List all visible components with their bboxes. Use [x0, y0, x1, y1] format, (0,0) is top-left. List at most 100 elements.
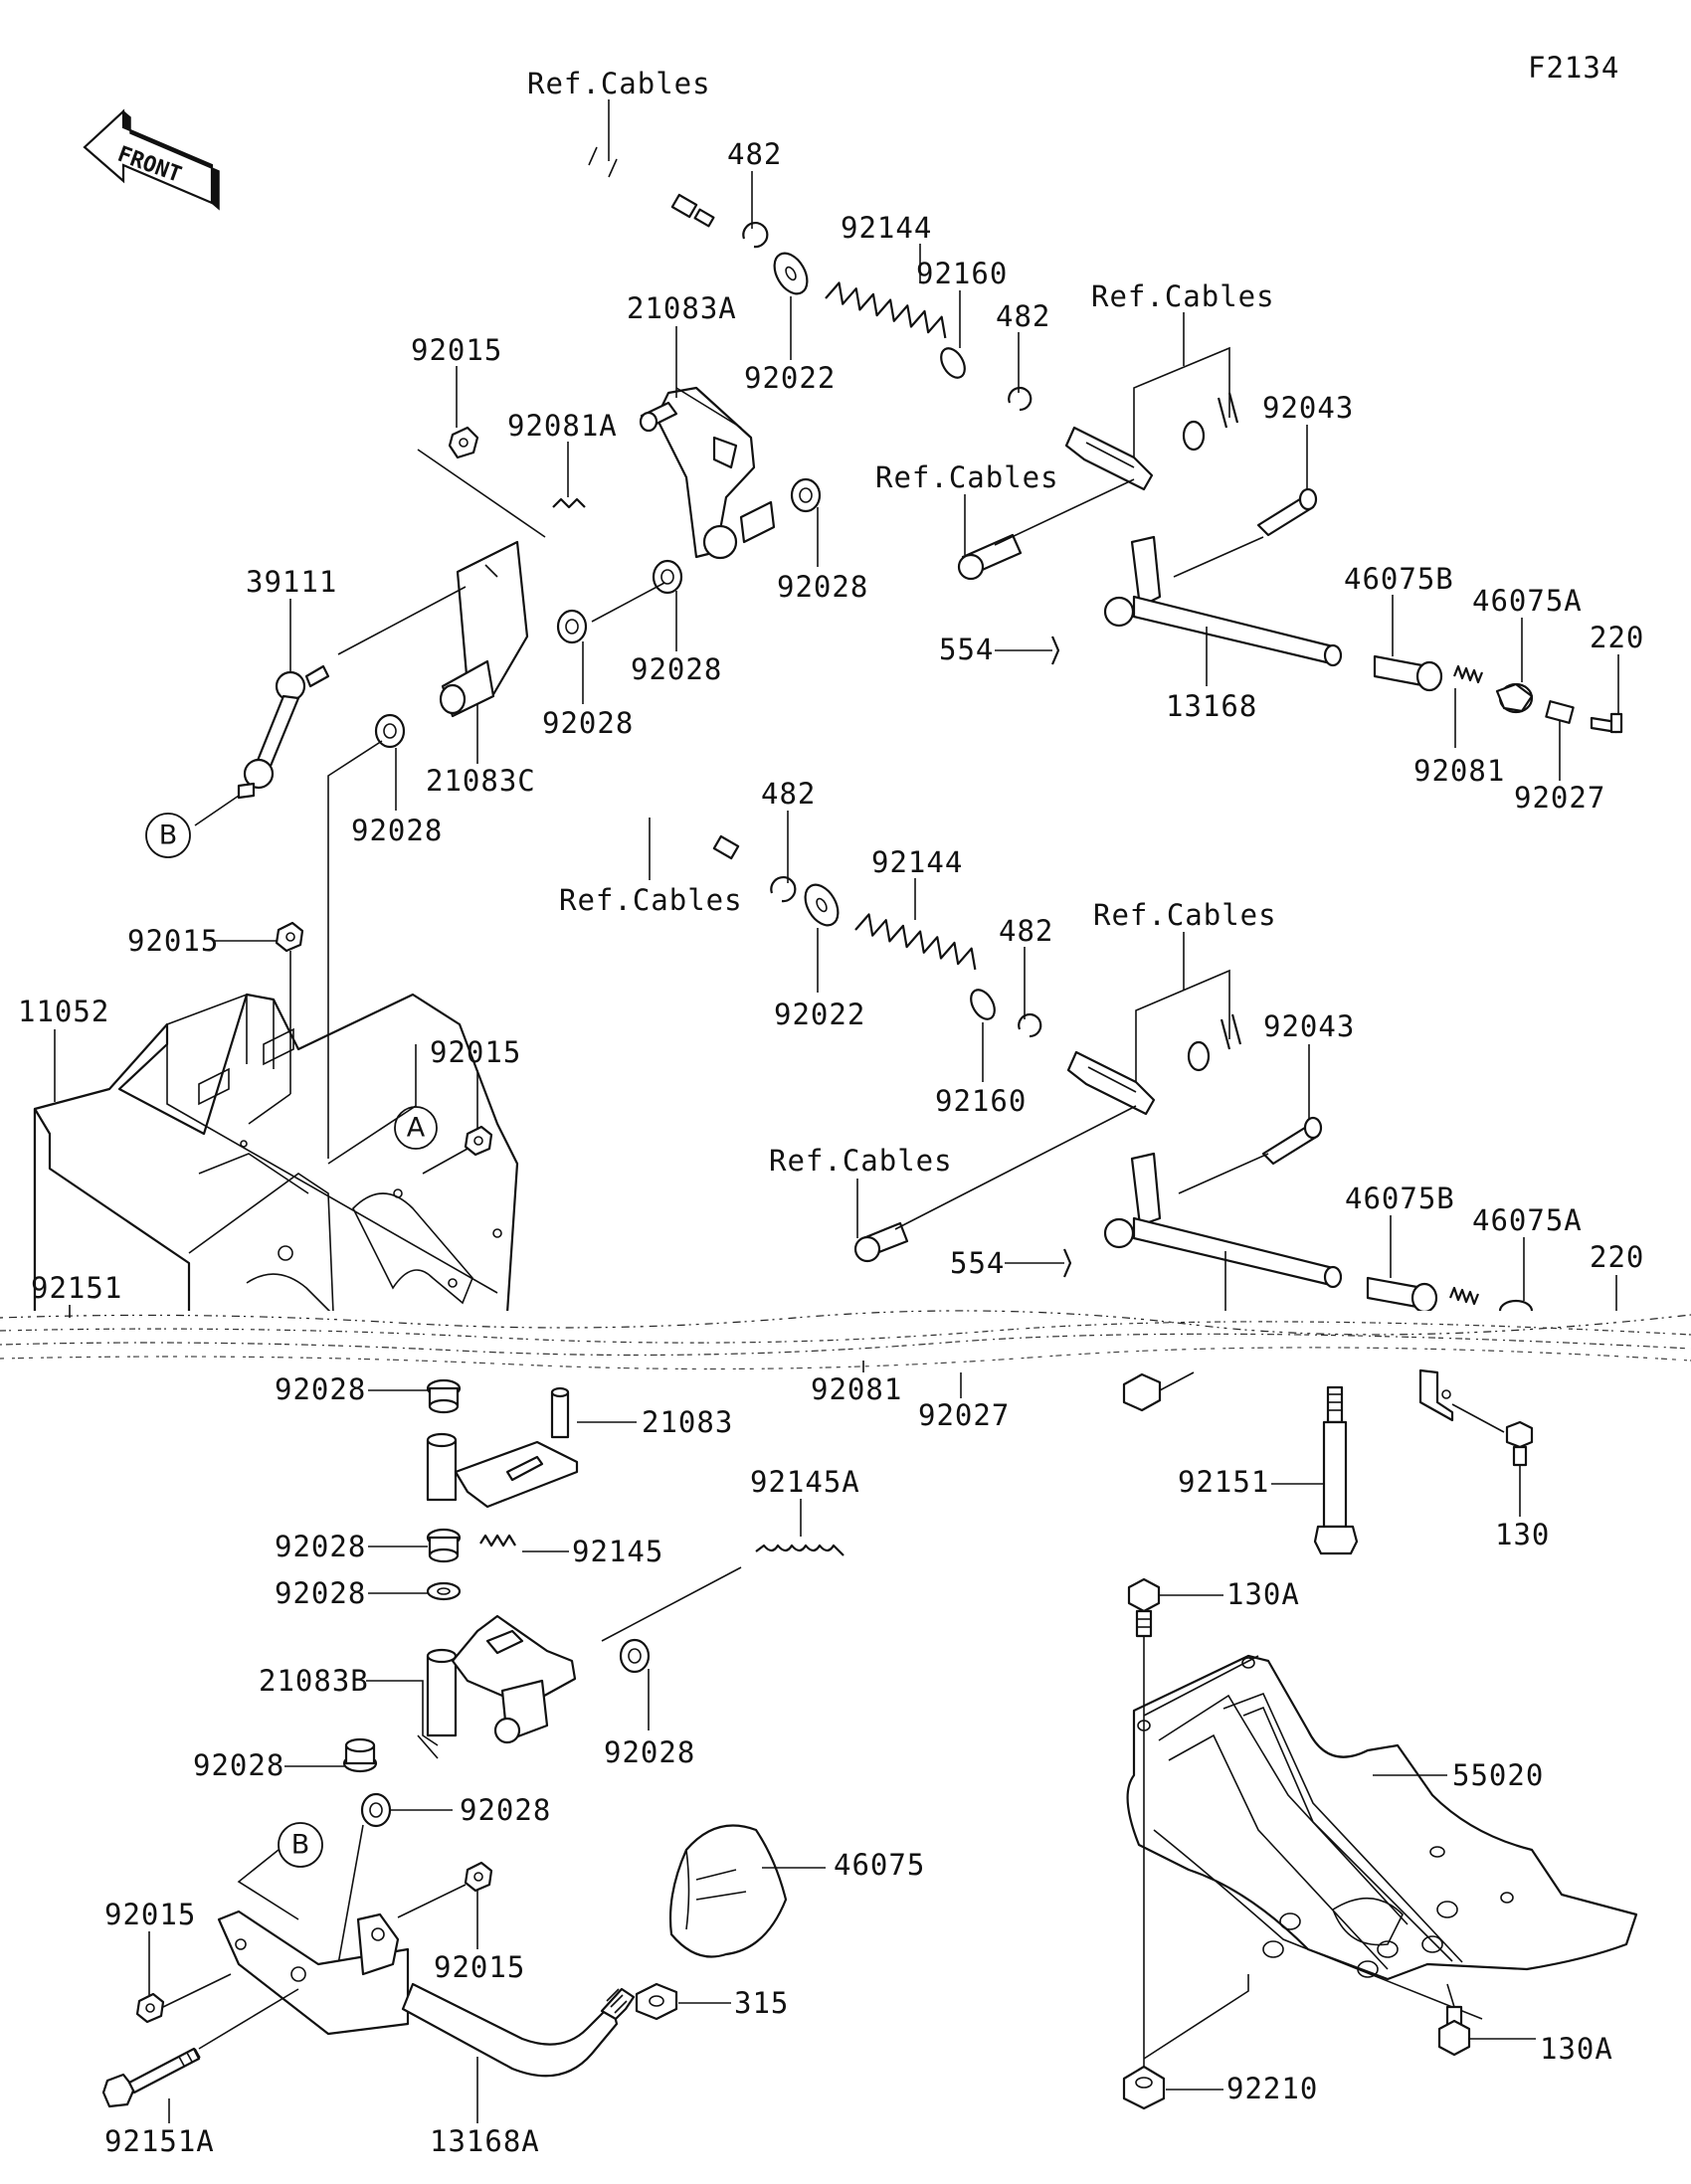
label-39111: 39111: [246, 565, 337, 599]
label-130A-b: 130A: [1540, 2032, 1613, 2066]
label-92028f: 92028: [275, 1530, 366, 1563]
marker-b-icon: [145, 813, 191, 858]
upper-cable-1: [538, 123, 715, 228]
label-92028c: 92028: [542, 706, 634, 740]
bushing-92028-c: [556, 609, 588, 644]
marker-b2-icon: [278, 1822, 323, 1868]
label-13168: 13168: [1166, 689, 1257, 723]
label-92028j: 92028: [460, 1793, 551, 1827]
label-92028e: 92028: [275, 1372, 366, 1406]
label-482: 482: [727, 137, 782, 171]
spring-92145: [479, 1534, 516, 1547]
label-92151b: 92151: [1178, 1465, 1269, 1499]
label-92144: 92144: [841, 211, 932, 245]
label-21083C: 21083C: [426, 764, 536, 798]
frame-11052: [33, 993, 519, 1319]
label-92027b: 92027: [918, 1398, 1010, 1432]
shaft-13168: [1103, 535, 1343, 667]
bolt-130A-top: [1127, 1577, 1161, 1638]
pin-92043b: [1261, 1116, 1323, 1166]
nut-315: [635, 1982, 678, 2021]
bracket-130: [1418, 1368, 1454, 1422]
label-92028h: 92028: [604, 1735, 695, 1769]
label-13168A: 13168A: [430, 2124, 540, 2158]
label-92081A: 92081A: [507, 409, 618, 443]
bushing-92028-f: [426, 1528, 462, 1563]
ref-cables-label-3: Ref.Cables: [875, 460, 1059, 494]
bushing-92028-g: [426, 1581, 462, 1601]
shaft-13168b: [1103, 1152, 1343, 1289]
nut-92210: [1122, 2065, 1166, 2110]
label-92043: 92043: [1262, 391, 1354, 425]
label-46075A: 46075A: [1472, 584, 1583, 618]
sleeve-46075B: [1373, 654, 1443, 692]
label-554: 554: [939, 633, 994, 666]
label-92145: 92145: [572, 1535, 663, 1568]
bushing-92028-j: [360, 1792, 392, 1828]
label-92015: 92015: [411, 333, 502, 367]
marker-a-label: A: [407, 1113, 426, 1144]
label-46075B: 46075B: [1344, 562, 1454, 596]
label-46075: 46075: [834, 1848, 925, 1882]
e-ring-482d: [1018, 1012, 1042, 1038]
ref-cables-label-4: Ref.Cables: [559, 883, 743, 917]
pedal-13168A: [217, 1910, 636, 2078]
label-220b: 220: [1590, 1240, 1644, 1274]
bushing-92028-d: [374, 713, 406, 749]
clevis-lower: [1066, 1013, 1242, 1116]
ref-cables-label-6: Ref.Cables: [769, 1144, 953, 1178]
bushing-92028-a: [790, 477, 822, 513]
label-130: 130: [1495, 1518, 1550, 1551]
label-92022: 92022: [744, 361, 836, 395]
label-92145A: 92145A: [750, 1465, 860, 1499]
washer-92160b: [970, 989, 996, 1020]
spring-92081A: [552, 497, 586, 509]
nut-92015c: [464, 1125, 493, 1157]
label-92015c: 92015: [430, 1035, 521, 1069]
label-92027: 92027: [1514, 781, 1605, 815]
pin-ref-cables-b: [853, 1221, 909, 1263]
screw-220: [1590, 712, 1623, 734]
spring-92081: [1452, 664, 1484, 684]
label-92151A: 92151A: [104, 2124, 215, 2158]
label-92144b: 92144: [871, 845, 963, 879]
front-arrow-icon: FRONT: [83, 108, 220, 211]
nut-92015b: [275, 921, 304, 953]
spring-92145A: [755, 1544, 845, 1556]
bushing-92028-h: [619, 1638, 651, 1674]
upper-cable-2: [568, 762, 740, 860]
lever-21083A: [639, 386, 776, 560]
ref-cables-label-2: Ref.Cables: [1091, 279, 1275, 313]
label-92160: 92160: [916, 257, 1008, 290]
label-55020: 55020: [1452, 1758, 1544, 1792]
label-92151: 92151: [31, 1271, 122, 1305]
ref-cables-label-5: Ref.Cables: [1093, 898, 1277, 932]
label-11052: 11052: [18, 995, 109, 1028]
spring-92144: [825, 281, 947, 339]
ref-cables-label-1: Ref.Cables: [527, 67, 711, 100]
nut-92015d: [135, 1992, 165, 2024]
bushing-92028-b: [652, 559, 683, 595]
lever-21083B: [426, 1614, 577, 1744]
label-21083B: 21083B: [259, 1664, 369, 1698]
collar-92027: [1545, 700, 1575, 724]
bolt-130: [1505, 1420, 1534, 1467]
cap-46075A: [1495, 682, 1534, 714]
label-92043b: 92043: [1263, 1009, 1355, 1043]
sleeve-46075Bb: [1366, 1276, 1438, 1314]
marker-a-icon: [394, 1106, 438, 1150]
bushing-92028-i: [342, 1737, 378, 1773]
washer-92022: [773, 252, 809, 295]
bolt-92151: [1313, 1385, 1359, 1555]
label-220: 220: [1590, 621, 1644, 654]
label-21083: 21083: [642, 1405, 733, 1439]
pedal-46075: [668, 1824, 788, 1958]
spring-92144b: [854, 913, 977, 971]
label-92210: 92210: [1226, 2072, 1318, 2105]
label-315: 315: [734, 1986, 789, 2020]
torn-band: [0, 1310, 1691, 1370]
label-92160b: 92160: [935, 1084, 1027, 1118]
lever-21083: [426, 1386, 579, 1509]
nut-92015: [448, 426, 479, 459]
bolt-130A-bottom: [1437, 2005, 1471, 2057]
